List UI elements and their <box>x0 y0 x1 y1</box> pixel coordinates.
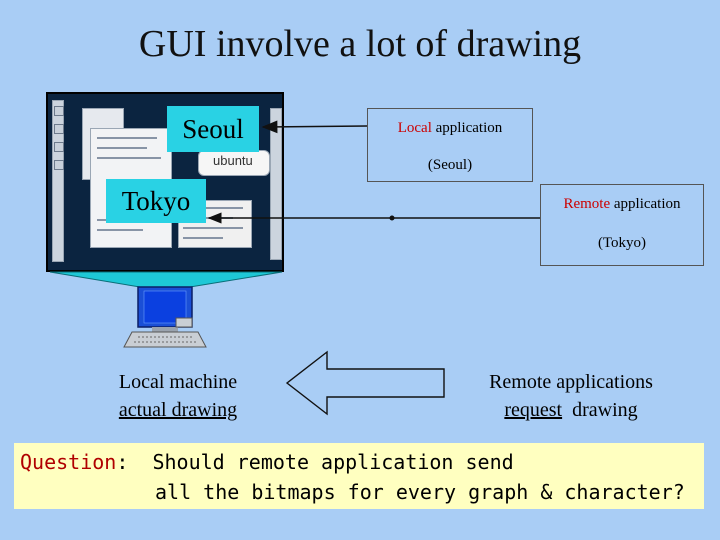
local-city: (Seoul) <box>427 157 473 173</box>
remote-application-box: Remote application (Tokyo) <box>540 184 704 266</box>
screenshot-icon <box>54 124 64 134</box>
projection-funnel <box>49 271 283 288</box>
screenshot-sidebar <box>52 100 64 262</box>
local-highlight: Local <box>397 120 432 136</box>
screenshot-right-panel <box>270 108 282 260</box>
question-line1: : Should remote application send <box>116 450 514 474</box>
local-app-text: application <box>431 120 503 136</box>
screenshot-text-line <box>97 157 161 159</box>
screenshot-icon <box>54 160 64 170</box>
remote-caption-line1: Remote applications <box>489 371 653 393</box>
screenshot-text-line <box>183 227 243 229</box>
screenshot-text-line <box>97 147 147 149</box>
question-box: Question: Should remote application send… <box>14 443 704 509</box>
screenshot-text-line <box>183 237 223 239</box>
question-line2: all the bitmaps for every graph & charac… <box>155 480 685 504</box>
computer-icon <box>123 286 207 348</box>
local-machine-caption: Local machine actual drawing <box>86 368 270 424</box>
remote-caption-drawing: drawing <box>562 399 638 421</box>
screenshot-text-line <box>97 137 157 139</box>
local-caption-line2: actual drawing <box>118 399 238 421</box>
slide-title: GUI involve a lot of drawing <box>138 23 582 65</box>
remote-city: (Tokyo) <box>597 235 647 251</box>
screenshot-text-line <box>97 229 143 231</box>
connector-dot <box>389 215 395 221</box>
remote-highlight: Remote <box>563 196 611 212</box>
tokyo-label: Tokyo <box>106 179 206 223</box>
local-application-box: Local application (Seoul) <box>367 108 533 182</box>
question-label: Question <box>20 450 117 474</box>
screenshot-icon <box>54 106 64 116</box>
screenshot-icon <box>54 142 64 152</box>
ubuntu-logo-text: ubuntu <box>213 153 253 168</box>
seoul-connector-arrow <box>261 120 368 134</box>
seoul-label: Seoul <box>167 106 259 152</box>
remote-app-text: application <box>610 196 681 212</box>
remote-applications-caption: Remote applications request drawing <box>460 368 682 424</box>
remote-caption-request: request <box>504 399 563 421</box>
left-arrow <box>285 350 445 416</box>
screenshot-text-line <box>183 207 243 209</box>
local-caption-line1: Local machine <box>118 371 238 393</box>
